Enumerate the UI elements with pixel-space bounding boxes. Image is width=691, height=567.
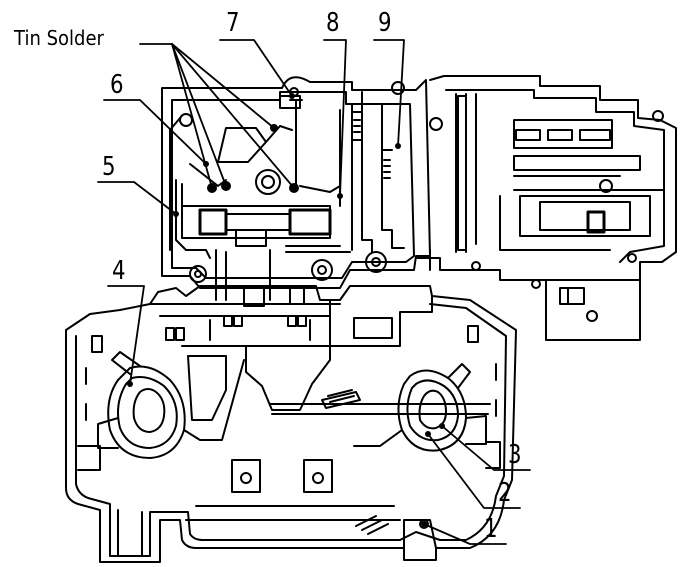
callout-tin-solder: Tin Solder [14, 26, 104, 50]
fuse-module-housing [161, 76, 431, 307]
callout-6: 6 [110, 70, 124, 100]
callout-7: 7 [226, 8, 240, 38]
callout-1: 1 [484, 514, 498, 544]
left-spring-clamp [97, 351, 245, 459]
callout-2: 2 [498, 478, 512, 508]
leader-end-points [127, 93, 445, 527]
terminal-base-housing [65, 285, 517, 563]
callout-8: 8 [326, 8, 340, 38]
callout-5: 5 [102, 152, 116, 182]
right-spring-clamp [353, 363, 487, 452]
callout-3: 3 [508, 440, 522, 470]
callout-4: 4 [112, 256, 126, 286]
indicator-module [415, 75, 677, 341]
callout-9: 9 [378, 8, 392, 38]
